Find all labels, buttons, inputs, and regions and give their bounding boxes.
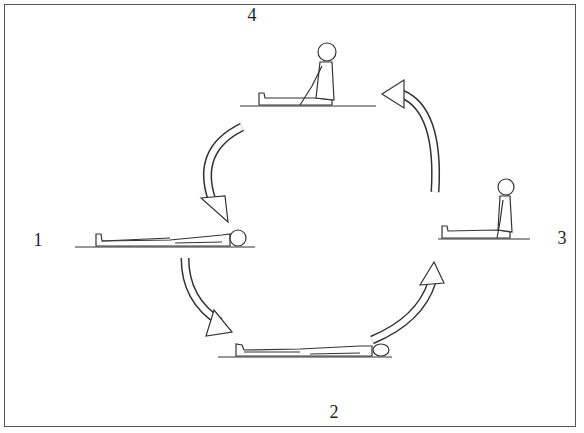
supine-figure [96, 230, 246, 246]
cycle-arrows [185, 80, 444, 340]
step-number: 1 [34, 231, 43, 249]
step-number: 3 [558, 229, 567, 247]
step-number: 2 [330, 403, 339, 421]
prone-figure [236, 344, 389, 356]
step-number: 4 [248, 6, 257, 24]
leaning-figure [259, 43, 336, 105]
frame [4, 4, 576, 427]
sitting-figure [442, 179, 514, 238]
